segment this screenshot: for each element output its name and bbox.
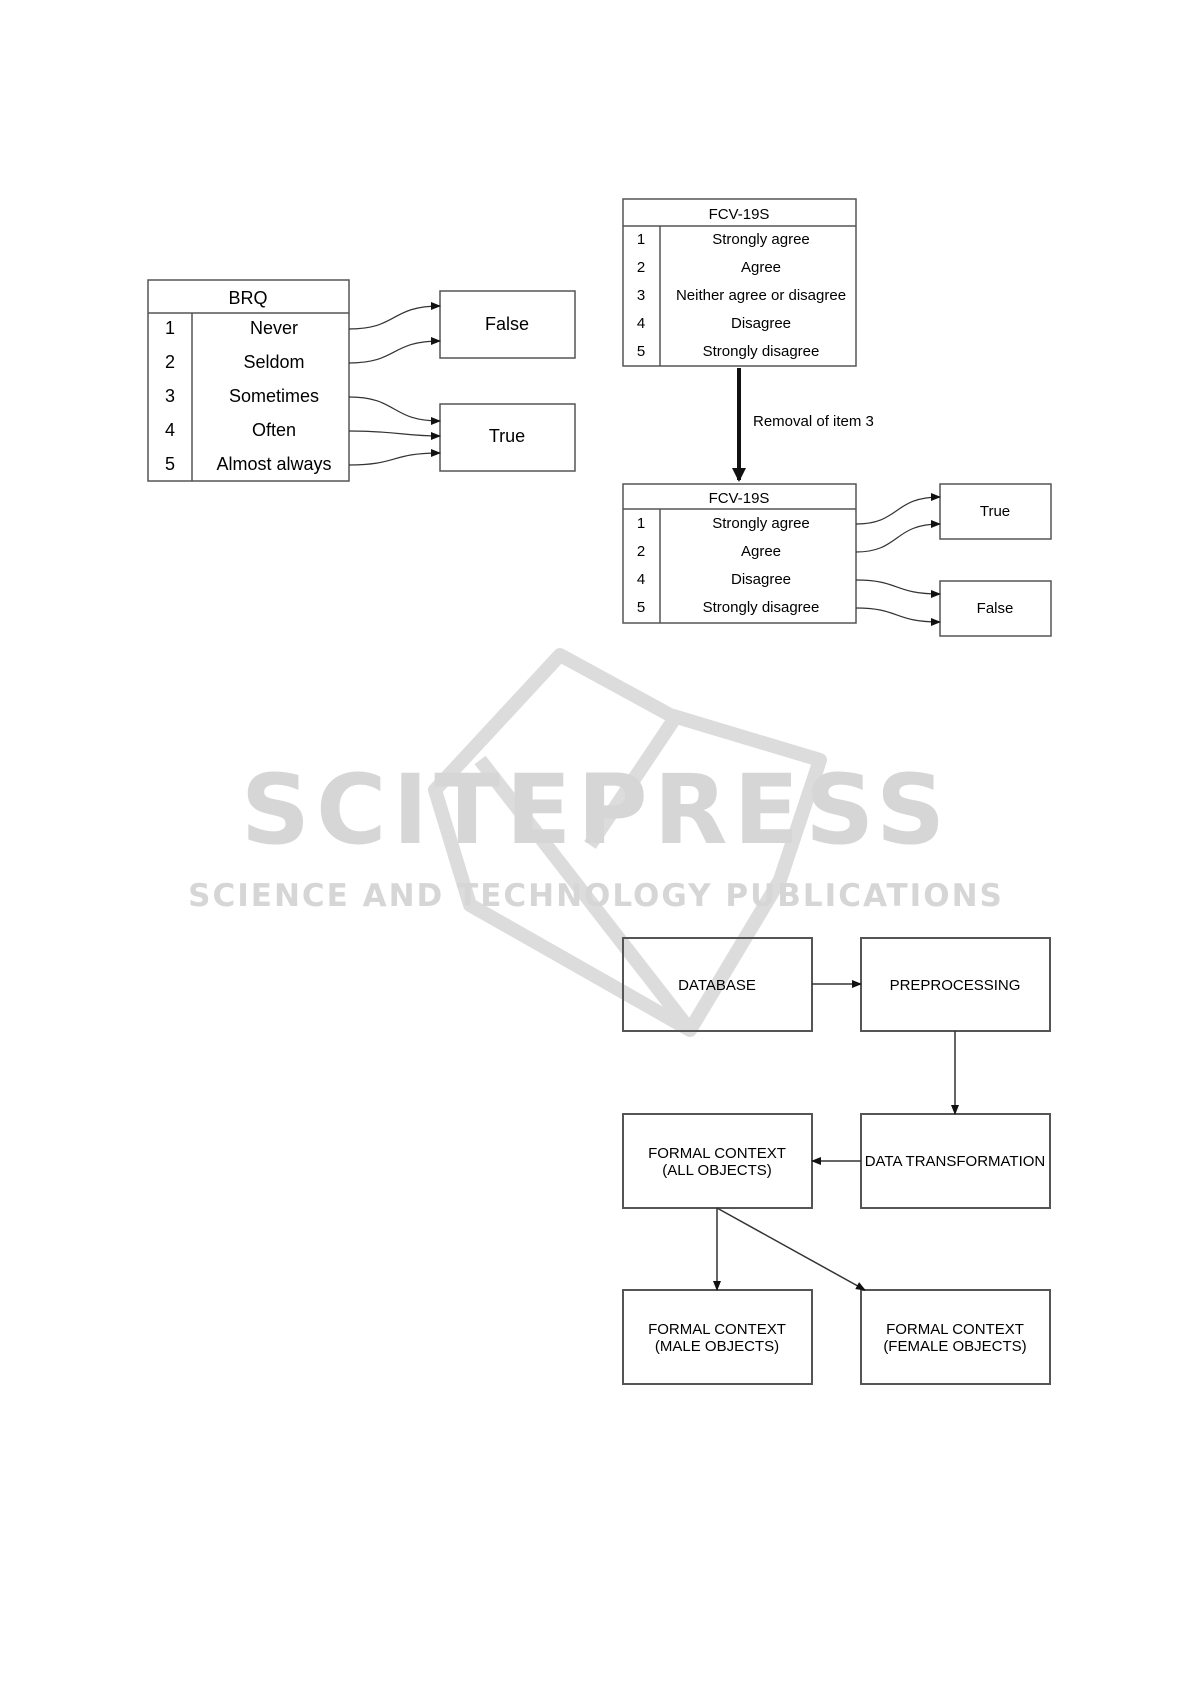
flow-formal-all-line1: FORMAL CONTEXT	[648, 1145, 786, 1162]
fcv-full-row-num: 5	[637, 343, 645, 360]
fcv-full-row-label: Disagree	[731, 315, 791, 332]
fcv-reduced-table	[622, 483, 857, 624]
flow-formal-female-line2: (FEMALE OBJECTS)	[883, 1338, 1026, 1355]
fcv-true-box	[939, 483, 1052, 540]
fcv-reduced-title: FCV-19S	[709, 490, 770, 507]
fcv-false-label: False	[977, 600, 1014, 617]
flow-formal-all-line2: (ALL OBJECTS)	[662, 1162, 771, 1179]
fcv-full-title: FCV-19S	[709, 206, 770, 223]
fcv-full-row-label: Neither agree or disagree	[676, 287, 846, 304]
watermark-tagline: SCIENCE AND TECHNOLOGY PUBLICATIONS	[188, 878, 1004, 914]
brq-row-label: Almost always	[216, 454, 331, 474]
fcv-false-box	[939, 580, 1052, 637]
fcv-full-diagram: FCV-19S 1 Strongly agree 2 Agree 3 Neith…	[622, 198, 857, 367]
fcv-true-label: True	[980, 503, 1010, 520]
brq-row-num: 5	[165, 454, 175, 474]
brq-true-label: True	[489, 426, 525, 446]
fcv-mapping-arrows	[855, 493, 941, 626]
fcv-reduced-row-label: Agree	[741, 543, 781, 560]
removal-label: Removal of item 3	[753, 413, 874, 430]
fcv-reduced-row-label: Disagree	[731, 571, 791, 588]
brq-row-num: 3	[165, 386, 175, 406]
brq-row-num: 1	[165, 318, 175, 338]
flow-formal-female-box	[860, 1289, 1051, 1385]
watermark-logo-shape	[428, 648, 827, 1037]
brq-false-label: False	[485, 314, 529, 334]
fcv-full-row-num: 4	[637, 315, 645, 332]
fcv-reduced-row-num: 5	[637, 599, 645, 616]
fcv-full-row-num: 3	[637, 287, 645, 304]
fcv-reduced-row-num: 2	[637, 543, 645, 560]
brq-diagram: BRQ 1 Never 2 Seldom 3 Sometimes 4 Often…	[147, 279, 576, 482]
flow-arrows	[713, 980, 959, 1291]
flow-data-transformation-label: DATA TRANSFORMATION	[865, 1153, 1046, 1170]
brq-false-box	[439, 290, 576, 359]
fcv-reduced-row-num: 1	[637, 515, 645, 532]
brq-title: BRQ	[228, 288, 267, 308]
fcv-full-row-label: Strongly disagree	[703, 343, 820, 360]
fcv-reduced-row-label: Strongly disagree	[703, 599, 820, 616]
flow-preprocessing-label: PREPROCESSING	[890, 977, 1021, 994]
flow-formal-male-line1: FORMAL CONTEXT	[648, 1321, 786, 1338]
watermark: SCITEPRESS SCIENCE AND TECHNOLOGY PUBLIC…	[188, 648, 1004, 1037]
brq-row-label: Often	[252, 420, 296, 440]
fcv-full-row-num: 1	[637, 231, 645, 248]
brq-row-label: Sometimes	[229, 386, 319, 406]
fcv-full-table	[622, 198, 857, 367]
fcv-reduced-diagram: FCV-19S 1 Strongly agree 2 Agree 4 Disag…	[622, 483, 1052, 637]
arrow-formal-all-to-female	[716, 1207, 866, 1291]
brq-row-num: 4	[165, 420, 175, 440]
brq-row-label: Never	[250, 318, 298, 338]
brq-mapping-arrows	[348, 302, 441, 466]
flow-database-label: DATABASE	[678, 977, 756, 994]
watermark-brand: SCITEPRESS	[241, 754, 951, 866]
brq-row-num: 2	[165, 352, 175, 372]
flow-formal-male-line2: (MALE OBJECTS)	[655, 1338, 779, 1355]
flow-formal-female-line1: FORMAL CONTEXT	[886, 1321, 1024, 1338]
pipeline-flowchart: DATABASE PREPROCESSING DATA TRANSFORMATI…	[622, 937, 1051, 1385]
brq-row-label: Seldom	[243, 352, 304, 372]
fcv-reduced-row-num: 4	[637, 571, 645, 588]
brq-table	[147, 279, 350, 482]
fcv-full-row-label: Strongly agree	[712, 231, 810, 248]
fcv-full-row-num: 2	[637, 259, 645, 276]
fcv-full-row-label: Agree	[741, 259, 781, 276]
fcv-reduced-row-label: Strongly agree	[712, 515, 810, 532]
